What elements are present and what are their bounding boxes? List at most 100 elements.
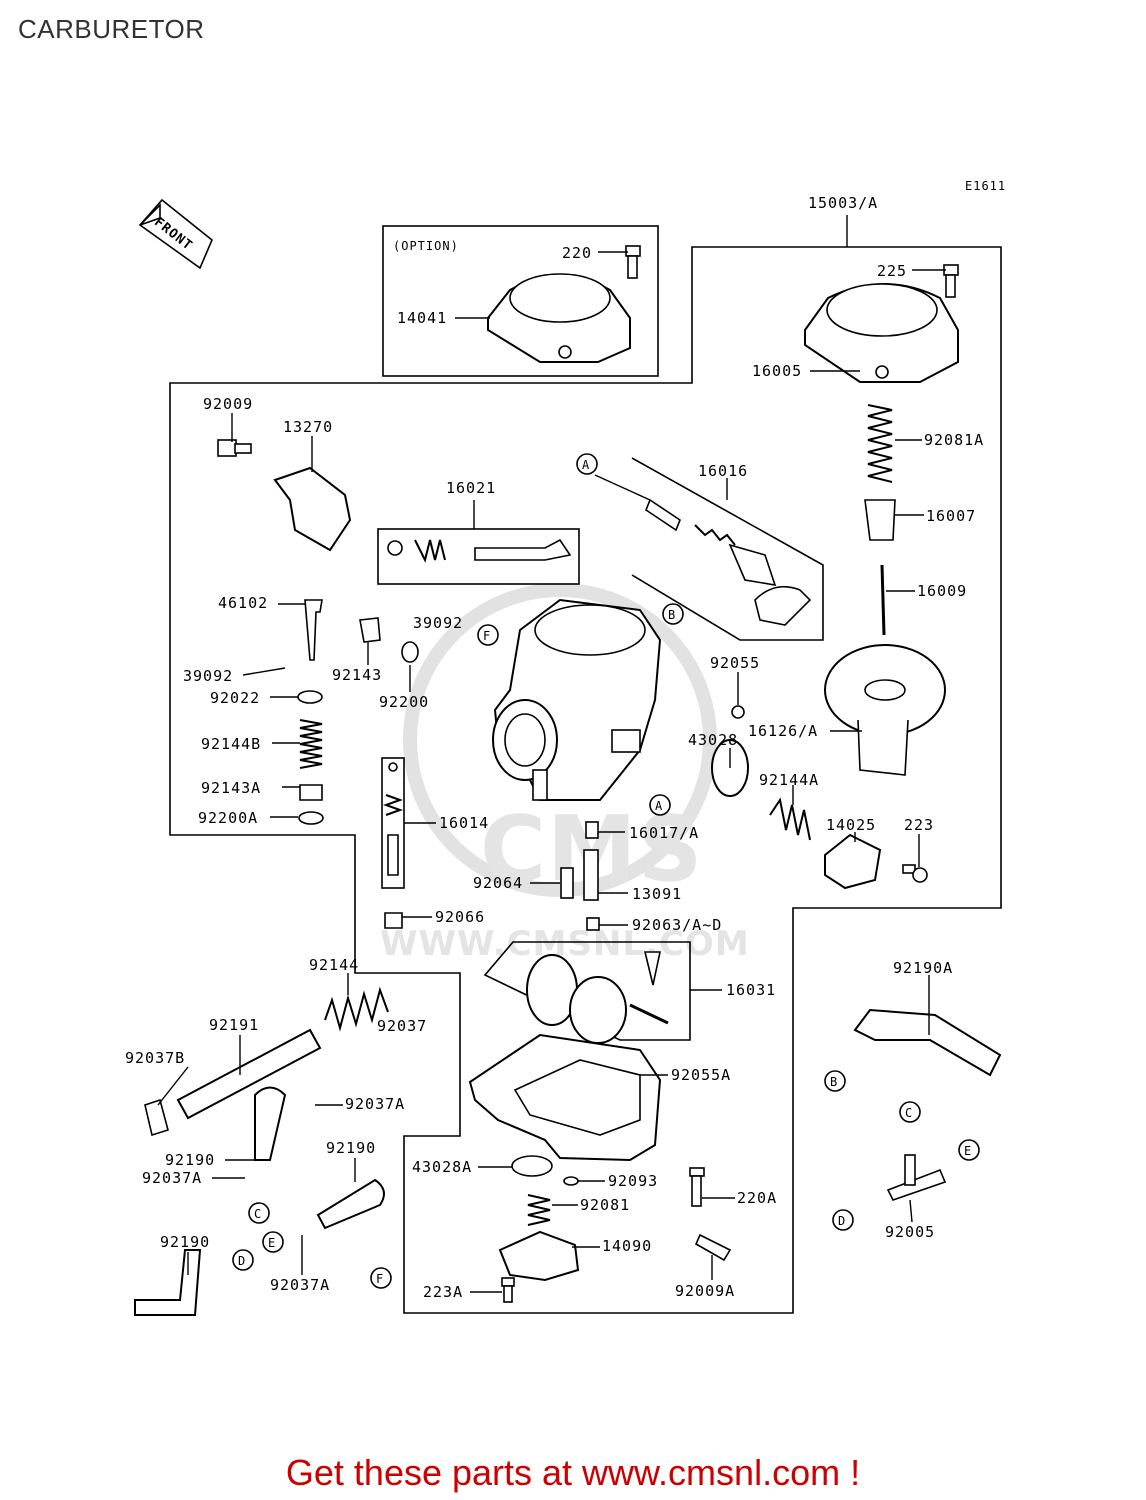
part-label: 13270 <box>283 418 333 436</box>
cover-16005 <box>804 283 959 383</box>
callout-b-top: B <box>662 603 684 625</box>
oring-92200 <box>401 641 419 663</box>
svg-text:E: E <box>964 1144 972 1158</box>
part-label: 92009 <box>203 395 253 413</box>
part-label: 220 <box>562 244 592 262</box>
watermark-url: WWW.CMSNL.COM <box>380 924 750 964</box>
svg-text:E: E <box>268 1236 276 1250</box>
oring-92055 <box>731 705 745 719</box>
part-label: 92191 <box>209 1016 259 1034</box>
part-label: 92190 <box>326 1139 376 1157</box>
part-label: 43028 <box>688 731 738 749</box>
svg-text:D: D <box>238 1254 246 1268</box>
part-label: 43028A <box>412 1158 472 1176</box>
part-label: 92037B <box>125 1049 185 1067</box>
cta-link[interactable]: Get these parts at www.cmsnl.com ! <box>285 1452 861 1493</box>
part-label: 14025 <box>826 816 876 834</box>
collar-92143a <box>299 784 323 801</box>
rod-46102 <box>304 599 323 661</box>
screw-220 <box>625 245 641 279</box>
part-label: 92190 <box>165 1151 215 1169</box>
part-label: 92063/A~D <box>632 916 722 934</box>
part-label: 92144 <box>309 956 359 974</box>
callout-d-left: D <box>232 1249 254 1271</box>
part-label: 16014 <box>439 814 489 832</box>
callout-c-left: C <box>248 1202 270 1224</box>
part-label: 92055A <box>671 1066 731 1084</box>
plug-92066 <box>384 912 403 929</box>
carburetor-body <box>492 598 662 801</box>
spring-92144a <box>769 797 811 841</box>
pilot-jet-92064 <box>560 867 574 899</box>
part-label: 92037A <box>270 1276 330 1294</box>
hose-92191 <box>176 1028 322 1120</box>
part-label: 14041 <box>397 309 447 327</box>
part-label: 92143 <box>332 666 382 684</box>
svg-text:C: C <box>254 1207 262 1221</box>
callout-a-top: A <box>576 453 598 475</box>
callout-a-mid: A <box>649 794 671 816</box>
hose-92190-c <box>134 1249 202 1316</box>
part-label: 16031 <box>726 981 776 999</box>
screw-220a <box>689 1167 705 1207</box>
part-label: 16017/A <box>629 824 699 842</box>
callout-b-low: B <box>824 1070 846 1092</box>
callout-f-left: F <box>370 1267 392 1289</box>
callout-d-right: D <box>832 1209 854 1231</box>
spring-92144 <box>324 986 389 1032</box>
callout-e-left: E <box>262 1231 284 1253</box>
spring-92081 <box>527 1194 551 1226</box>
screw-223 <box>902 864 928 883</box>
spring-92144b <box>299 719 323 769</box>
part-label: 16009 <box>917 582 967 600</box>
washer-92200a <box>298 811 324 825</box>
hose-92190a <box>853 1008 1002 1077</box>
cover-14090 <box>498 1230 580 1282</box>
part-label: 15003/A <box>808 194 878 212</box>
front-arrow-icon: FRONT <box>138 198 213 270</box>
option-label: (OPTION) <box>393 239 459 253</box>
callout-f-top: F <box>477 624 499 646</box>
figure-code: E1611 <box>965 179 1006 193</box>
part-label: 92037 <box>377 1017 427 1035</box>
throttle-box-16021 <box>377 528 580 585</box>
svg-text:B: B <box>830 1075 838 1089</box>
part-label: 13091 <box>632 885 682 903</box>
clamp-92037b <box>144 1098 169 1137</box>
part-label: 16016 <box>698 462 748 480</box>
needle-holder-16007 <box>864 499 896 541</box>
screw-92009 <box>217 439 252 457</box>
part-label: 16126/A <box>748 722 818 740</box>
part-label: 92190A <box>893 959 953 977</box>
page-title: CARBURETOR <box>18 14 205 44</box>
spring-92081a <box>867 404 893 483</box>
svg-text:F: F <box>483 629 491 643</box>
leader-lines <box>157 251 946 1293</box>
cover-14041 <box>487 273 631 363</box>
cover-14025 <box>824 833 882 890</box>
part-label: 92005 <box>885 1223 935 1241</box>
part-label: 92055 <box>710 654 760 672</box>
part-label: 220A <box>737 1189 777 1207</box>
part-label: 39092 <box>183 667 233 685</box>
screw-223a <box>501 1277 515 1303</box>
hose-92190-a <box>254 1086 287 1161</box>
svg-text:D: D <box>838 1214 846 1228</box>
part-label: 16007 <box>926 507 976 525</box>
part-label: 46102 <box>218 594 268 612</box>
jet-16017 <box>585 821 599 839</box>
part-label: 92200 <box>379 693 429 711</box>
part-label: 92190 <box>160 1233 210 1251</box>
screw-92009a <box>694 1233 732 1262</box>
t-joint-92005 <box>886 1154 947 1201</box>
option-box <box>382 225 659 377</box>
part-label: 14090 <box>602 1237 652 1255</box>
float-box-16031 <box>483 941 691 1041</box>
piston-16126 <box>824 644 946 776</box>
part-label: 92144B <box>201 735 261 753</box>
svg-text:B: B <box>668 608 676 622</box>
part-label: 92143A <box>201 779 261 797</box>
part-label: 223A <box>423 1283 463 1301</box>
lever-13270 <box>273 466 352 552</box>
